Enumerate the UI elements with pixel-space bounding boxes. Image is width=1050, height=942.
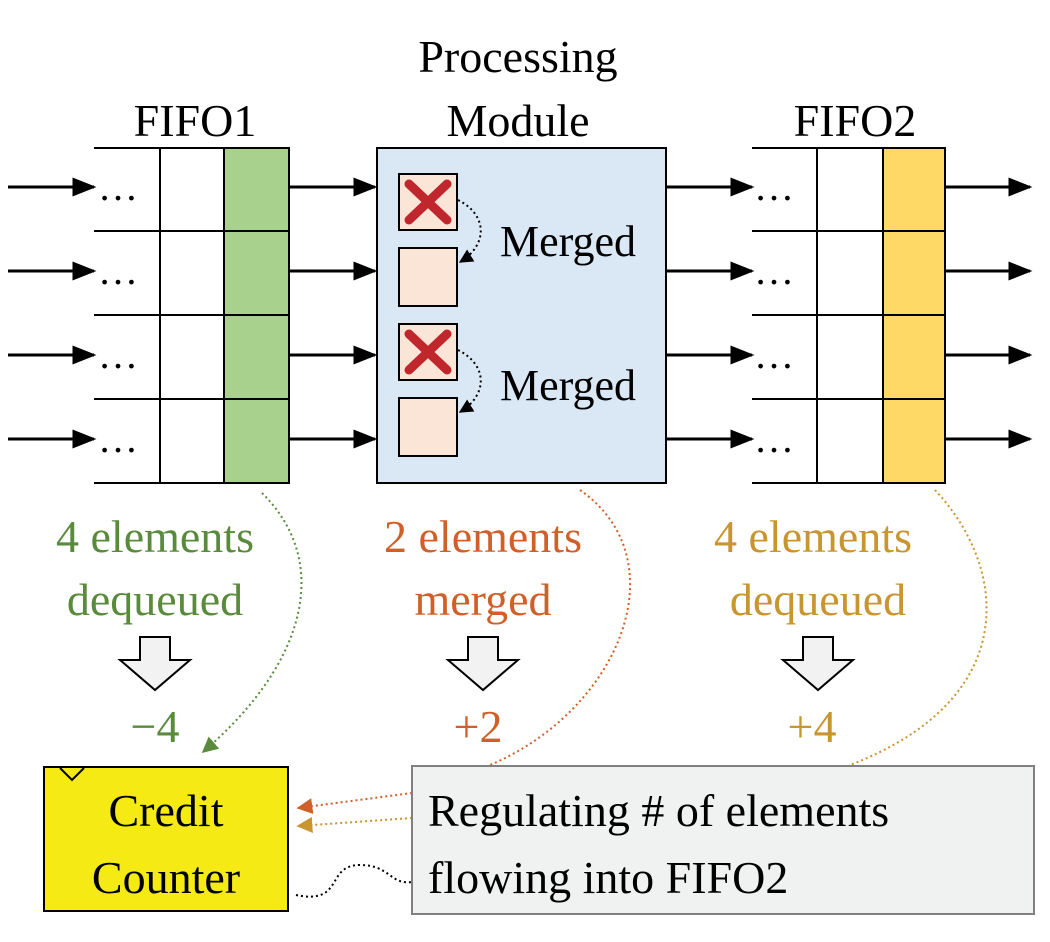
fifo1-inputs: … … … … xyxy=(8,164,138,461)
fifo2-ellipsis-1: … xyxy=(754,164,794,209)
pm-annotation-line2: merged xyxy=(414,574,551,625)
merge-curve-2 xyxy=(457,349,482,413)
fifo1-title: FIFO1 xyxy=(134,95,257,146)
fifo2-delta: +4 xyxy=(788,701,837,752)
merged-label-1: Merged xyxy=(500,217,636,266)
fifo2-annotation-line1: 4 elements xyxy=(714,511,912,562)
fifo1-delta: −4 xyxy=(131,701,180,752)
credit-counter-line2: Counter xyxy=(92,852,240,903)
fifo1-ellipsis-1: … xyxy=(98,164,138,209)
down-arrow-icon xyxy=(117,636,193,692)
regulating-box: Regulating # of elements flowing into FI… xyxy=(411,765,1035,915)
element-merged-1 xyxy=(398,247,458,307)
module-to-regulator-curve xyxy=(489,489,631,766)
fifo1 xyxy=(94,147,290,484)
processing-module: Merged Merged xyxy=(376,147,667,484)
counter-to-regulator-link xyxy=(295,863,413,898)
fifo2-annotation-line2: dequeued xyxy=(730,574,906,625)
fifo1-ellipsis-3: … xyxy=(98,332,138,377)
fifo1-to-module-arrows xyxy=(289,177,378,449)
fifo1-ellipsis-2: … xyxy=(98,248,138,293)
down-arrow-icon xyxy=(445,636,521,692)
regulating-line2: flowing into FIFO2 xyxy=(428,852,788,903)
regulator-to-counter-arrow-gold xyxy=(296,817,413,833)
merged-label-2: Merged xyxy=(500,361,636,410)
pm-title-line2: Module xyxy=(446,95,589,146)
fifo1-annotation-line2: dequeued xyxy=(67,574,243,625)
regulator-to-counter-arrow-orange xyxy=(296,792,413,815)
fifo2-ellipsis-3: … xyxy=(754,332,794,377)
fifo2-ellipsis-2: … xyxy=(754,248,794,293)
fifo1-annotation-line1: 4 elements xyxy=(56,511,254,562)
fifo2-ellipsis-4: … xyxy=(754,416,794,461)
fifo1-ellipsis-4: … xyxy=(98,416,138,461)
merge-curve-1 xyxy=(457,199,482,263)
fifo1-to-counter-curve xyxy=(201,492,303,754)
fifo2-title: FIFO2 xyxy=(794,95,917,146)
fifo1-annotation: 4 elements dequeued −4 xyxy=(56,511,254,752)
down-arrow-icon xyxy=(780,636,856,692)
module-to-fifo2-arrows: … … … … xyxy=(666,164,794,461)
cross-icon xyxy=(404,179,452,225)
cross-icon xyxy=(404,329,452,375)
pm-annotation-line1: 2 elements xyxy=(384,511,582,562)
credit-counter-line1: Credit xyxy=(109,785,224,836)
fifo2-outputs xyxy=(945,177,1033,449)
fifo2 xyxy=(752,147,946,484)
fifo2-to-regulator-curve xyxy=(849,489,988,766)
fifo2-annotation: 4 elements dequeued +4 xyxy=(714,511,912,752)
element-merged-2 xyxy=(398,397,458,457)
pm-annotation: 2 elements merged +2 xyxy=(384,511,582,752)
credit-counter: Credit Counter xyxy=(43,766,289,912)
regulating-line1: Regulating # of elements xyxy=(428,785,889,836)
pm-delta: +2 xyxy=(454,701,503,752)
pm-title-line1: Processing xyxy=(418,31,617,82)
